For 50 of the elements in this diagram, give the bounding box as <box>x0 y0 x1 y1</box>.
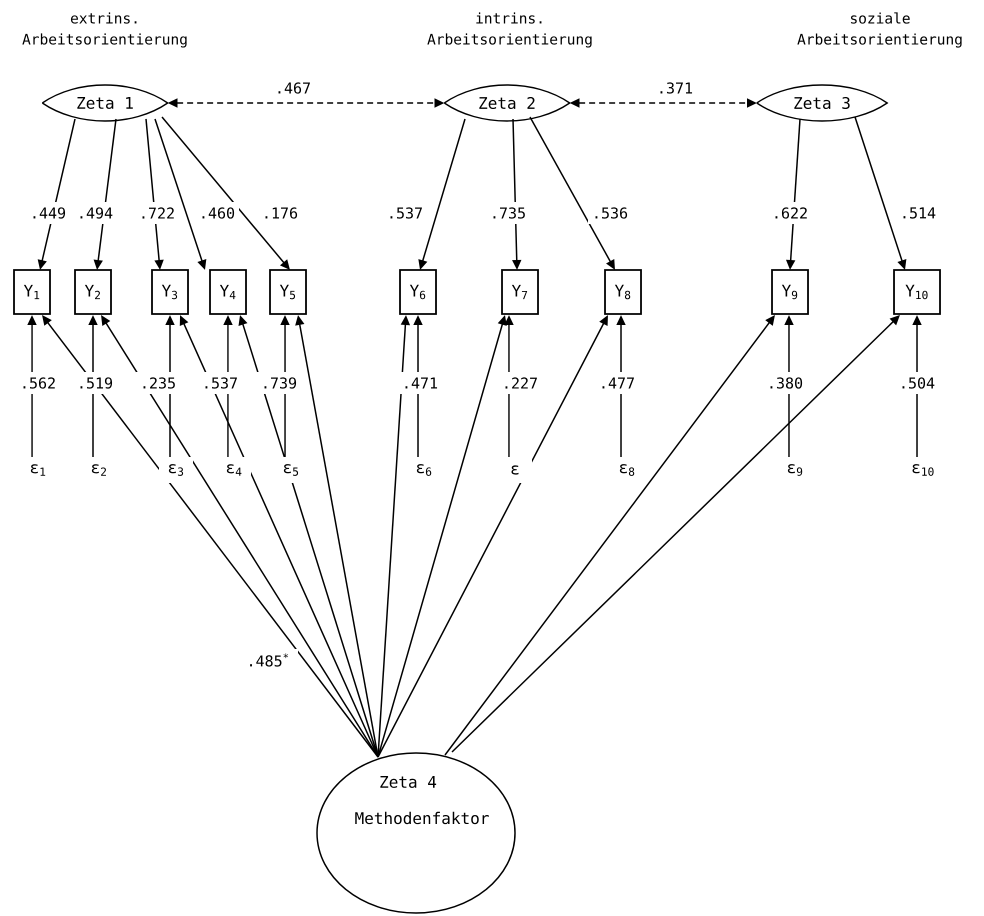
error-term: ε$_{10}$ <box>912 464 934 476</box>
error-term: ε$_{5}$ <box>284 464 298 476</box>
heading-text: extrins. Arbeitsorientierung <box>22 12 187 48</box>
variable-box: Y$_{9}$ <box>771 269 809 315</box>
error-term: ε$_{1}$ <box>30 464 46 476</box>
edge-label: .380 <box>766 376 804 390</box>
lens-node: Zeta 2 <box>444 84 570 122</box>
edge-label: .227 <box>500 376 540 390</box>
edge-label: .562 <box>18 376 58 390</box>
edge-label: .622 <box>770 206 810 220</box>
error-term: ε$_{6}$ <box>416 464 432 476</box>
error-term: ε$_{9}$ <box>788 464 802 476</box>
variable-box: Y$_{3}$ <box>151 269 189 315</box>
edge-label: .735 <box>488 206 528 220</box>
edge-label: .471 <box>400 376 440 390</box>
lens-node: Zeta 3 <box>756 84 888 122</box>
variable-box: Y$_{5}$ <box>269 269 307 315</box>
edge-label: .477 <box>598 376 636 390</box>
edge-label: .514 <box>898 206 938 220</box>
variable-box: Y$_{4}$ <box>209 269 247 315</box>
edge-label: .371 <box>656 81 694 95</box>
heading-text: soziale Arbeitsorientierung <box>797 12 962 48</box>
error-term: ε$_{3}$ <box>168 464 184 476</box>
variable-box: Y$_{2}$ <box>74 269 112 315</box>
edge-label: .176 <box>260 206 300 220</box>
edge-label: .485$^{*}$ <box>246 652 290 668</box>
edge-label: .739 <box>260 376 298 390</box>
circle-node: Zeta 4 Methodenfaktor <box>316 752 516 914</box>
heading-text: intrins. Arbeitsorientierung <box>427 12 592 48</box>
error-term: ε$_{8}$ <box>620 464 634 476</box>
variable-box: Y$_{10}$ <box>893 269 941 315</box>
edge-label: .519 <box>76 376 114 390</box>
edge-label: .537 <box>386 206 424 220</box>
edge-label: .460 <box>198 206 236 220</box>
lens-node: Zeta 1 <box>42 84 168 122</box>
edge-label: .467 <box>274 81 312 95</box>
variable-box: Y$_{6}$ <box>399 269 437 315</box>
variable-box: Y$_{7}$ <box>501 269 539 315</box>
variable-box: Y$_{8}$ <box>604 269 642 315</box>
error-term: ε <box>512 465 518 475</box>
edge-label: .537 <box>200 376 240 390</box>
edge-label: .504 <box>898 376 936 390</box>
variable-box: Y$_{1}$ <box>13 269 51 315</box>
error-term: ε$_{4}$ <box>226 464 242 476</box>
error-term: ε$_{2}$ <box>92 464 106 476</box>
edge-label: .536 <box>590 206 630 220</box>
edge-label: .235 <box>138 376 178 390</box>
edge-label: .449 <box>28 206 68 220</box>
edge-label: .494 <box>76 206 114 220</box>
edge-label: .722 <box>138 206 176 220</box>
